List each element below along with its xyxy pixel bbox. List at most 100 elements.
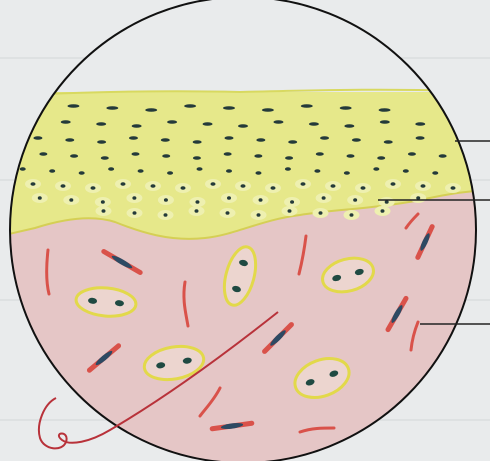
epithelial-nucleus	[161, 138, 170, 142]
epithelial-nucleus	[225, 136, 234, 140]
epithelial-nucleus	[319, 211, 323, 215]
epithelial-nucleus	[408, 152, 416, 156]
epithelial-nucleus	[79, 171, 85, 175]
epithelial-nucleus	[224, 152, 232, 156]
epithelial-nucleus	[167, 120, 177, 124]
epithelial-nucleus	[193, 156, 201, 160]
epithelial-nucleus	[65, 138, 74, 142]
epithelial-nucleus	[273, 120, 283, 124]
epithelial-nucleus	[227, 196, 231, 200]
epithelial-nucleus	[61, 184, 66, 188]
epithelial-nucleus	[203, 122, 213, 126]
epithelial-nucleus	[195, 200, 199, 204]
epithelial-nucleus	[226, 211, 230, 215]
epithelial-nucleus	[96, 122, 106, 126]
epithelial-nucleus	[33, 136, 42, 140]
epithelial-nucleus	[320, 136, 329, 140]
epithelial-nucleus	[197, 167, 203, 171]
epithelial-nucleus	[39, 152, 47, 156]
epithelial-nucleus	[49, 169, 55, 173]
epithelial-nucleus	[285, 156, 293, 160]
epithelial-nucleus	[106, 106, 118, 110]
epithelial-nucleus	[432, 171, 438, 175]
epithelial-nucleus	[181, 186, 186, 190]
epithelial-nucleus	[132, 152, 140, 156]
epithelial-nucleus	[223, 106, 235, 110]
epithelial-nucleus	[67, 104, 79, 108]
epithelial-nucleus	[129, 136, 138, 140]
epithelial-nucleus	[108, 167, 114, 171]
epithelial-nucleus	[132, 196, 136, 200]
epithelial-nucleus	[373, 167, 379, 171]
epithelial-nucleus	[384, 140, 393, 144]
epithelial-nucleus	[145, 108, 157, 112]
epithelial-nucleus	[101, 156, 109, 160]
epithelial-nucleus	[344, 171, 350, 175]
epithelial-nucleus	[238, 124, 248, 128]
epithelial-nucleus	[61, 120, 71, 124]
epithelial-nucleus	[380, 120, 390, 124]
epithelial-nucleus	[262, 108, 274, 112]
epithelial-nucleus	[451, 186, 456, 190]
epithelial-nucleus	[377, 156, 385, 160]
epithelial-nucleus	[403, 169, 409, 173]
epithelial-nucleus	[322, 196, 326, 200]
epithelial-nucleus	[167, 171, 173, 175]
epithelial-nucleus	[259, 198, 263, 202]
epithelial-nucleus	[164, 213, 168, 217]
epithelial-nucleus	[271, 186, 276, 190]
epithelial-nucleus	[331, 184, 336, 188]
epithelial-nucleus	[70, 154, 78, 158]
epithelial-nucleus	[211, 182, 216, 186]
epithelial-nucleus	[241, 184, 246, 188]
epithelial-nucleus	[121, 182, 126, 186]
epithelial-nucleus	[344, 124, 354, 128]
epithelial-nucleus	[138, 169, 144, 173]
epithelial-nucleus	[421, 184, 426, 188]
free-surface-area	[0, 0, 490, 92]
epithelial-nucleus	[254, 154, 262, 158]
epithelial-nucleus	[102, 209, 106, 213]
epithelial-nucleus	[290, 200, 294, 204]
epithelial-nucleus	[133, 211, 137, 215]
epithelial-nucleus	[132, 124, 142, 128]
epithelial-nucleus	[31, 182, 36, 186]
epithelial-nucleus	[151, 184, 156, 188]
epithelial-nucleus	[288, 209, 292, 213]
epithelial-nucleus	[391, 182, 396, 186]
epithelial-nucleus	[285, 167, 291, 171]
epithelial-nucleus	[361, 186, 366, 190]
epithelial-nucleus	[226, 169, 232, 173]
epithelial-nucleus	[38, 196, 42, 200]
epithelial-nucleus	[347, 154, 355, 158]
epithelial-nucleus	[301, 104, 313, 108]
epithelial-nucleus	[350, 213, 354, 217]
epithelial-nucleus	[97, 140, 106, 144]
epithelial-nucleus	[256, 138, 265, 142]
epithelial-nucleus	[439, 154, 447, 158]
epithelial-nucleus	[255, 171, 261, 175]
epithelial-nucleus	[340, 106, 352, 110]
epithelial-nucleus	[353, 198, 357, 202]
epithelial-nucleus	[314, 169, 320, 173]
epithelial-nucleus	[257, 213, 261, 217]
epithelial-nucleus	[352, 138, 361, 142]
epithelial-nucleus	[164, 198, 168, 202]
epithelial-nucleus	[162, 154, 170, 158]
epithelial-nucleus	[101, 200, 105, 204]
epithelial-nucleus	[381, 209, 385, 213]
epithelial-nucleus	[309, 122, 319, 126]
epithelial-nucleus	[184, 104, 196, 108]
epithelial-nucleus	[91, 186, 96, 190]
epithelial-nucleus	[195, 209, 199, 213]
epithelial-nucleus	[379, 108, 391, 112]
epithelial-nucleus	[193, 140, 202, 144]
epithelial-nucleus	[416, 136, 425, 140]
epithelial-nucleus	[301, 182, 306, 186]
epithelial-nucleus	[415, 122, 425, 126]
epithelial-nucleus	[288, 140, 297, 144]
epithelial-nucleus	[20, 167, 26, 171]
epithelial-nucleus	[316, 152, 324, 156]
epithelial-nucleus	[69, 198, 73, 202]
